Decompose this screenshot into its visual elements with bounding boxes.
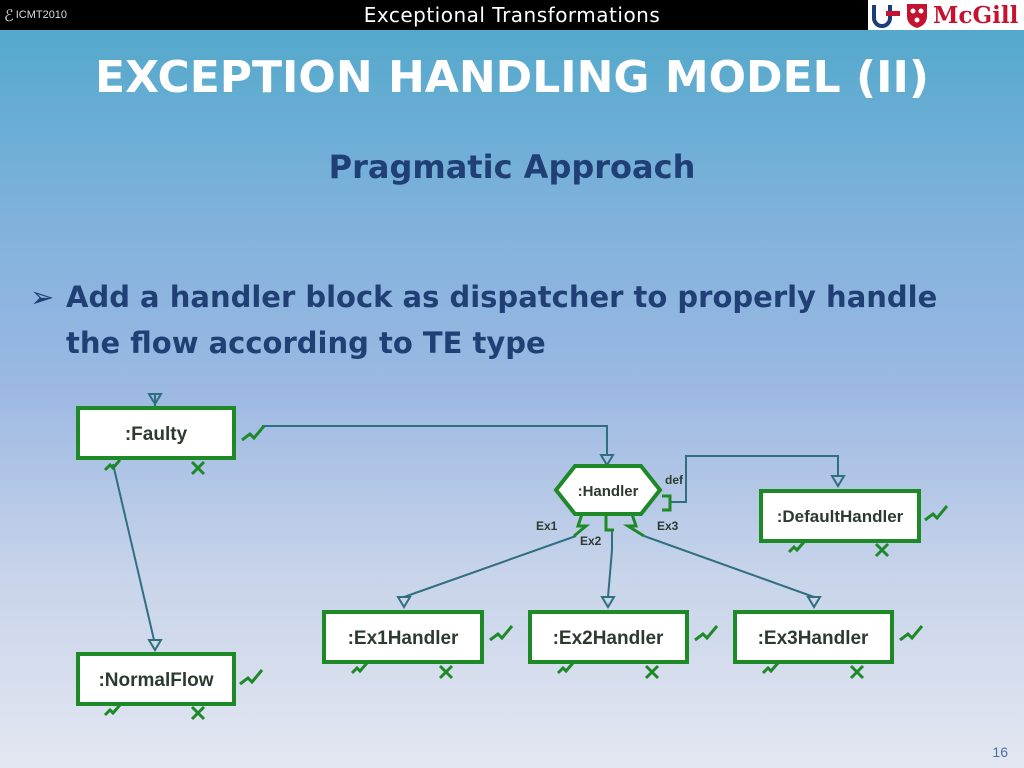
bullet-text: Add a handler block as dispatcher to pro… bbox=[66, 280, 938, 360]
ex3-to-ex3handler-line bbox=[643, 535, 815, 598]
port-label-def: def bbox=[665, 473, 684, 487]
montreal-logo-icon bbox=[870, 3, 902, 28]
ex1-to-ex1handler-line bbox=[403, 535, 577, 598]
normalflow-entry-arrow-icon bbox=[147, 639, 163, 652]
normalflow-label: :NormalFlow bbox=[98, 670, 213, 691]
port-label-ex3: Ex3 bbox=[657, 519, 679, 533]
check-icon bbox=[761, 662, 780, 675]
mcgill-wordmark: McGill bbox=[933, 1, 1019, 29]
ex3handler-block: :Ex3Handler bbox=[733, 610, 924, 680]
ex2handler-label: :Ex2Handler bbox=[553, 628, 664, 649]
ex2handler-block: :Ex2Handler bbox=[528, 610, 719, 680]
faulty-block: :Faulty bbox=[76, 406, 266, 476]
handler-label: :Handler bbox=[578, 483, 639, 500]
page-number: 16 bbox=[992, 744, 1008, 760]
ex1handler-block: :Ex1Handler bbox=[322, 610, 514, 680]
faulty-entry-arrow-icon bbox=[147, 393, 163, 406]
check-icon bbox=[350, 662, 369, 675]
header-bar: ℰ ICMT2010 Exceptional Transformations M… bbox=[0, 0, 1024, 30]
def-to-defaulthandler-line bbox=[670, 455, 839, 503]
conference-logo: ℰ ICMT2010 bbox=[4, 4, 67, 26]
handler-entry-arrow-icon bbox=[599, 454, 615, 467]
handler-block: :Handler bbox=[553, 464, 672, 538]
cross-icon bbox=[874, 542, 890, 558]
cross-icon bbox=[644, 664, 660, 680]
ex1handler-entry-arrow-icon bbox=[396, 596, 412, 609]
success-port-icon bbox=[241, 425, 266, 442]
success-port-icon bbox=[239, 669, 264, 686]
defaulthandler-label: :DefaultHandler bbox=[777, 507, 904, 526]
ex2handler-entry-arrow-icon bbox=[600, 596, 616, 609]
success-port-icon bbox=[694, 625, 719, 642]
arrow-bullet-icon: ➢ bbox=[30, 280, 55, 314]
port-label-ex2: Ex2 bbox=[580, 534, 602, 548]
bullet-point: ➢ Add a handler block as dispatcher to p… bbox=[30, 274, 980, 366]
cross-icon bbox=[190, 705, 206, 721]
flow-connectors bbox=[112, 393, 846, 652]
cross-icon bbox=[438, 664, 454, 680]
deck-title: Exceptional Transformations bbox=[363, 3, 661, 27]
ex3handler-label: :Ex3Handler bbox=[758, 628, 869, 649]
cross-icon bbox=[849, 664, 865, 680]
mcgill-crest-icon bbox=[907, 4, 927, 28]
check-icon bbox=[787, 541, 806, 554]
cross-icon bbox=[190, 460, 206, 476]
ex2-port-icon bbox=[604, 514, 614, 532]
check-icon bbox=[103, 704, 122, 717]
conference-mark-icon: ℰ bbox=[4, 5, 14, 25]
check-icon bbox=[556, 662, 575, 675]
faulty-to-handler-line bbox=[262, 425, 608, 455]
success-port-icon bbox=[899, 625, 924, 642]
slide-subtitle: Pragmatic Approach bbox=[328, 148, 696, 186]
defaulthandler-block: :DefaultHandler bbox=[759, 489, 949, 558]
university-logos: McGill bbox=[868, 0, 1024, 30]
slide-title: EXCEPTION HANDLING MODEL (II) bbox=[95, 52, 929, 103]
success-port-icon bbox=[924, 505, 949, 522]
ex2-to-ex2handler-line bbox=[607, 530, 613, 598]
ex3-port-icon bbox=[622, 513, 645, 538]
ex1handler-label: :Ex1Handler bbox=[348, 628, 459, 649]
normalflow-block: :NormalFlow bbox=[76, 652, 264, 721]
conference-label: ICMT2010 bbox=[15, 9, 68, 21]
ex1-port-icon bbox=[573, 513, 591, 538]
defaulthandler-entry-arrow-icon bbox=[830, 475, 846, 488]
success-port-icon bbox=[489, 625, 514, 642]
faulty-to-normalflow-line bbox=[112, 463, 155, 641]
port-label-ex1: Ex1 bbox=[536, 519, 558, 533]
check-icon bbox=[103, 459, 122, 472]
ex3handler-entry-arrow-icon bbox=[806, 596, 822, 609]
faulty-label: :Faulty bbox=[125, 424, 188, 445]
def-port-icon bbox=[662, 494, 672, 512]
